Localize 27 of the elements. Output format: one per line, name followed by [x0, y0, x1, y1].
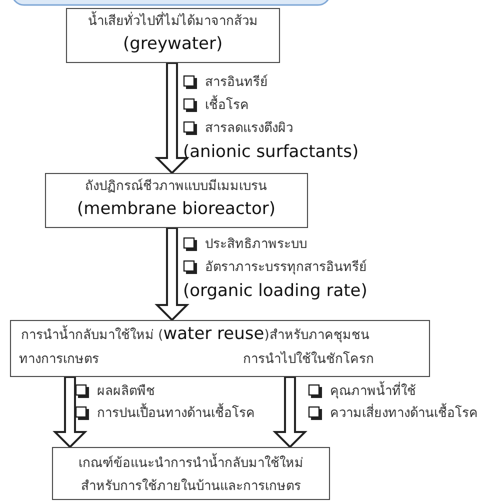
term-label: (anionic surfactants) — [183, 142, 359, 162]
box-text: เกณฑ์ข้อแนะนำการนำน้ำกลับมาใช้ใหม่สำหรับการใช้ภายในบ้านและการเกษตร — [66, 452, 316, 498]
criterion-label: สารอินทรีย์ — [205, 74, 268, 92]
criterion-label: ผลผลิตพืช — [97, 383, 155, 401]
criterion-label: ความเสี่ยงทางด้านเชื้อโรค — [330, 405, 478, 423]
term-label: (organic loading rate) — [183, 281, 368, 301]
block-arrow — [272, 376, 308, 448]
box-text: (greywater) — [123, 35, 223, 53]
block-arrow — [154, 227, 190, 322]
box-text: การนำไปใช้ในชักโครก — [243, 351, 374, 369]
box-text: ถังปฏิกรณ์ชีวภาพแบบมีเมมเบรน — [85, 178, 267, 196]
box-text: (membrane bioreactor) — [77, 200, 276, 218]
box-text: การนำน้ำกลับมาใช้ใหม่ (water reuse)สำหรับภาคชุมชน — [21, 325, 370, 345]
process-box — [10, 320, 430, 377]
process-box — [52, 447, 330, 500]
criterion-label: สารลดแรงตึงผิว — [205, 120, 293, 138]
criterion-label: การปนเปื้อนทางด้านเชื้อโรค — [97, 405, 255, 423]
block-arrow — [154, 62, 190, 174]
process-box — [45, 173, 308, 228]
criterion-label: คุณภาพน้ำที่ใช้ — [330, 383, 416, 401]
criterion-label: ประสิทธิภาพระบบ — [205, 236, 307, 254]
criterion-label: อัตราภาระบรรทุกสารอินทรีย์ — [205, 259, 367, 277]
criterion-label: เชื้อโรค — [205, 97, 249, 115]
process-box — [66, 8, 280, 63]
block-arrow — [52, 376, 88, 448]
box-text: น้ำเสียทั่วไปที่ไม่ได้มาจากส้วม — [88, 13, 258, 31]
box-text: ทางการเกษตร — [19, 351, 99, 369]
